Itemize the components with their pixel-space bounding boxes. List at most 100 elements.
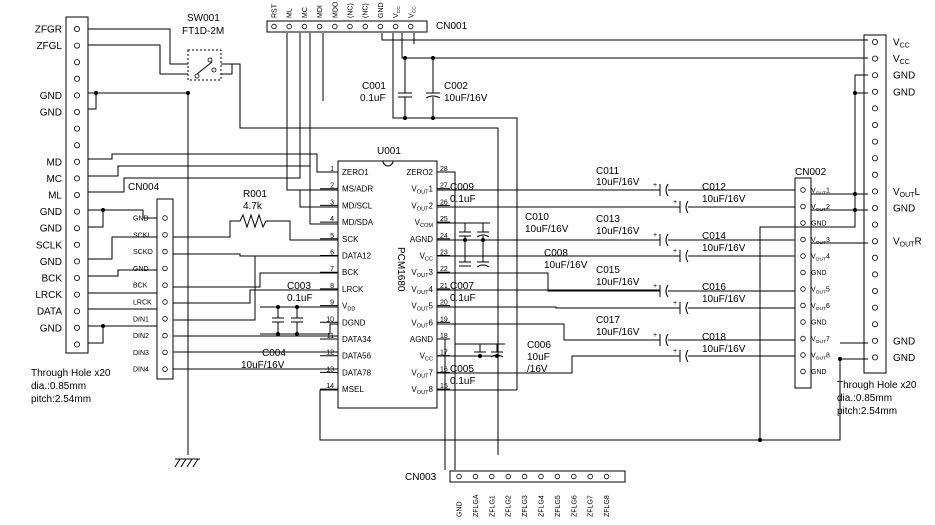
right-hole [872,287,879,294]
wires [88,28,868,470]
cn002-pin-label: VOUT1 [811,188,830,197]
left-hole [74,258,81,265]
cn001-pin-label: VCC [408,6,417,18]
c010-value: 10uF/16V [525,224,569,235]
polarized-capacitor: + [653,182,669,197]
r001-value: 4.7k [243,201,263,212]
ic-notch [382,160,394,167]
cn003-pin [505,473,511,480]
left-hole [74,175,81,182]
c003-value: 0.1uF [287,293,313,304]
cn003-pin [587,473,593,480]
cn004-pin [162,232,168,238]
cn001-pin [408,23,414,30]
c015-ref: C015 [596,265,620,276]
c012-value: 10uF/16V [702,194,746,205]
c006-value: 10uF [527,352,550,363]
ic-pin-name: MS/ADR [342,185,373,194]
cn001-pin [286,23,292,30]
ic-pin-number: 1 [330,166,334,173]
cn001-pin-label: MDO [332,1,339,18]
cn001-pin-label: ML [287,8,294,18]
svg-text:+: + [653,283,657,290]
left-label: GND [40,257,62,268]
ic-pin-number: 23 [440,250,448,257]
c011-value: 10uF/16V [596,177,640,188]
c016-value: 10uF/16V [702,294,746,305]
svg-text:+: + [653,232,657,239]
svg-text:+: + [673,300,677,307]
ic-pin-number: 25 [440,216,448,223]
right-label: VCC [893,38,910,50]
c014-value: 10uF/16V [702,243,746,254]
svg-text:+: + [673,348,677,355]
right-note-3: pitch:2.54mm [837,406,897,417]
c015-value: 10uF/16V [596,277,640,288]
cn002-pin [800,187,806,193]
right-label: GND [893,204,915,215]
svg-text:+: + [653,182,657,189]
ic-pin-name: VOUT4 [411,285,433,296]
right-hole [872,188,879,195]
ic-pin-number: 8 [330,283,334,290]
left-hole [74,109,81,116]
ic-pin-name: MSEL [342,385,364,394]
cn004-pin [162,248,168,255]
right-hole [872,304,879,311]
cn003-pin [521,473,528,480]
right-hole [872,238,879,245]
polarized-capacitor: + [673,300,689,315]
ic-pin-number: 12 [326,350,334,357]
left-header [65,16,89,354]
cn002-pin-label: GND [811,270,827,277]
c017-ref: C017 [596,315,620,326]
left-hole [74,92,81,99]
left-hole [74,324,81,331]
ic-pin-number: 9 [330,300,334,307]
ic-pin-name: AGND [410,335,433,344]
left-header-holes [74,25,81,348]
right-label: GND [893,71,915,82]
right-hole [872,171,879,178]
cn003-pin-label: ZFLGA [473,494,480,517]
c013-value: 10uF/16V [596,226,640,237]
cn003-pin-label: GND [457,501,464,517]
cn001-pin-label: RST [272,3,279,18]
svg-text:+: + [673,199,677,206]
c002-ref: C002 [444,81,468,92]
c005-ref: C005 [450,364,474,375]
r001-ref: R001 [243,189,267,200]
c003-ref: C003 [287,281,311,292]
cn004-pin-label: DIN4 [133,367,149,374]
c005-value: 0.1uF [450,376,476,387]
right-hole [872,354,879,361]
cn003-pin [603,473,610,480]
cn004-pin-label: BCK [133,283,148,290]
cn003-pin-label: ZFLG5 [555,495,562,517]
cn001-pin [316,23,323,30]
cn004-pin-label: DIN2 [133,333,149,340]
left-note-3: pitch:2.54mm [31,394,91,405]
cn002-pin [800,319,806,325]
cn001-pin [271,23,277,30]
ic-pin-name: VCC [420,252,433,263]
right-note-2: dia.:0.85mm [837,393,892,404]
right-hole [872,321,879,328]
cn003-connector [449,470,626,483]
cn003-pin-label: ZFLG4 [539,495,546,517]
c002-value: 10uF/16V [444,93,488,104]
r001-symbol [233,213,272,229]
cn003-pin [554,473,561,480]
ic-pin-number: 27 [440,183,448,190]
cn001-pin [347,23,353,30]
right-hole [872,122,879,129]
cn004-pin [162,299,168,305]
right-hole [872,204,879,211]
ic-pin-name: MD/SDA [342,218,374,227]
junction-dots [94,56,857,442]
left-note-1: Through Hole x20 [31,368,111,379]
ic-pin-name: VOUT2 [411,201,433,212]
c001-value: 0.1uF [360,93,386,104]
ic-pin-name: ZERO1 [342,168,369,177]
cn002-pin [800,220,806,226]
